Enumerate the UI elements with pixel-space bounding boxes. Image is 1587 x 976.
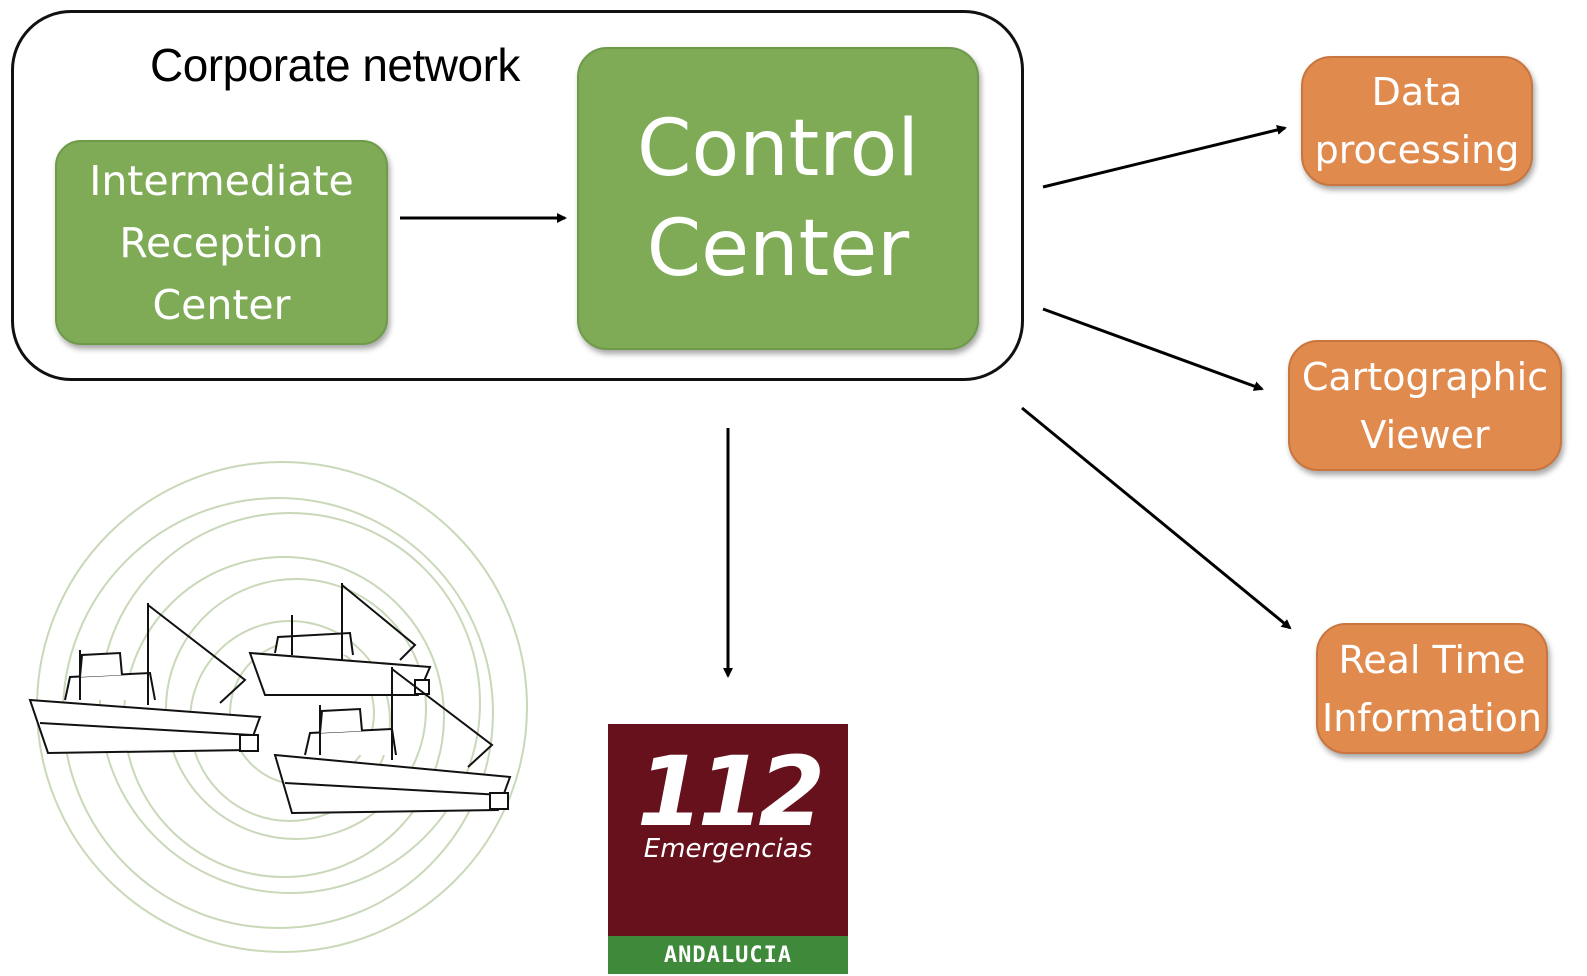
arrow-control-to-cartographic-viewer <box>1042 307 1264 391</box>
data-processing-label: Data processing <box>1314 70 1520 172</box>
corporate-network-label: Corporate network <box>150 39 520 91</box>
logo-subtitle: Emergencias <box>643 834 813 864</box>
emergencias-112-logo: 112 Emergencias ANDALUCIA <box>608 724 848 974</box>
fishing-boat-icon <box>273 667 512 815</box>
arrow-control-to-data-processing <box>1042 125 1287 189</box>
control-center-label: Control Center <box>637 103 919 294</box>
fishing-fleet-illustration <box>28 461 528 953</box>
logo-region-band: ANDALUCIA <box>608 936 848 974</box>
cartographic-viewer-node[interactable]: Cartographic Viewer <box>1288 340 1562 471</box>
cartographic-viewer-label: Cartographic Viewer <box>1301 354 1549 457</box>
fishing-boat-icon <box>248 583 432 696</box>
data-processing-node[interactable]: Data processing <box>1301 56 1533 186</box>
intermediate-reception-center-label: Intermediate Reception Center <box>89 156 354 329</box>
fishing-boat-icon <box>28 603 262 755</box>
control-center-node[interactable]: Control Center <box>577 47 979 350</box>
real-time-information-label: Real Time Information <box>1322 637 1542 740</box>
intermediate-reception-center-node[interactable]: Intermediate Reception Center <box>55 140 388 345</box>
logo-number: 112 <box>636 736 825 848</box>
real-time-information-node[interactable]: Real Time Information <box>1316 623 1548 754</box>
arrow-control-to-real-time-information <box>1021 406 1292 630</box>
